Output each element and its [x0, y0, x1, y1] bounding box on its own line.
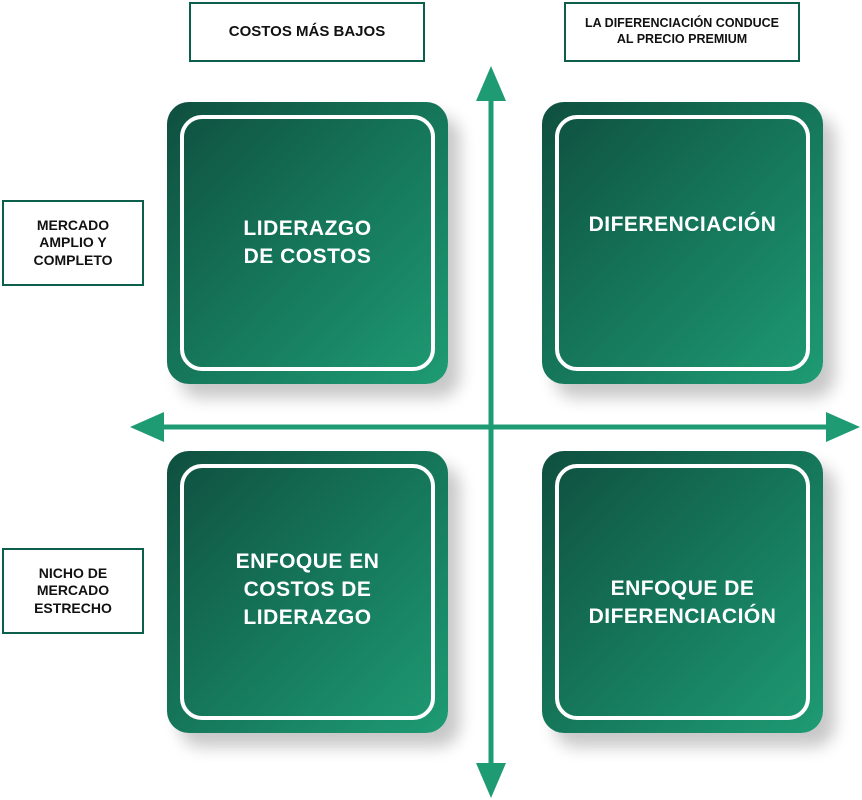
arrow-down-icon [476, 763, 506, 798]
label-differentiation-premium: LA DIFERENCIACIÓN CONDUCE AL PRECIO PREM… [564, 2, 800, 62]
label-narrow-niche: NICHO DE MERCADO ESTRECHO [2, 548, 144, 634]
quadrant-differentiation: DIFERENCIACIÓN [542, 102, 823, 384]
quadrant-cost-leadership: LIDERAZGO DE COSTOS [167, 102, 448, 384]
horizontal-axis-arrow [130, 412, 860, 442]
arrow-up-icon [476, 66, 506, 101]
label-lower-costs: COSTOS MÁS BAJOS [189, 2, 425, 62]
label-broad-market: MERCADO AMPLIO Y COMPLETO [2, 200, 144, 286]
arrow-right-icon [826, 412, 860, 442]
quadrant-differentiation-label: DIFERENCIACIÓN [588, 213, 777, 236]
quadrant-cost-leadership-label: LIDERAZGO DE COSTOS [243, 217, 372, 268]
quadrant-cost-focus: ENFOQUE EN COSTOS DE LIDERAZGO [167, 451, 448, 733]
quadrant-differentiation-focus: ENFOQUE DE DIFERENCIACIÓN [542, 451, 823, 733]
vertical-axis-arrow [476, 66, 506, 798]
quadrant-differentiation-focus-label: ENFOQUE DE DIFERENCIACIÓN [588, 577, 777, 628]
arrow-left-icon [130, 412, 164, 442]
quadrant-cost-focus-label: ENFOQUE EN COSTOS DE LIDERAZGO [235, 550, 380, 629]
